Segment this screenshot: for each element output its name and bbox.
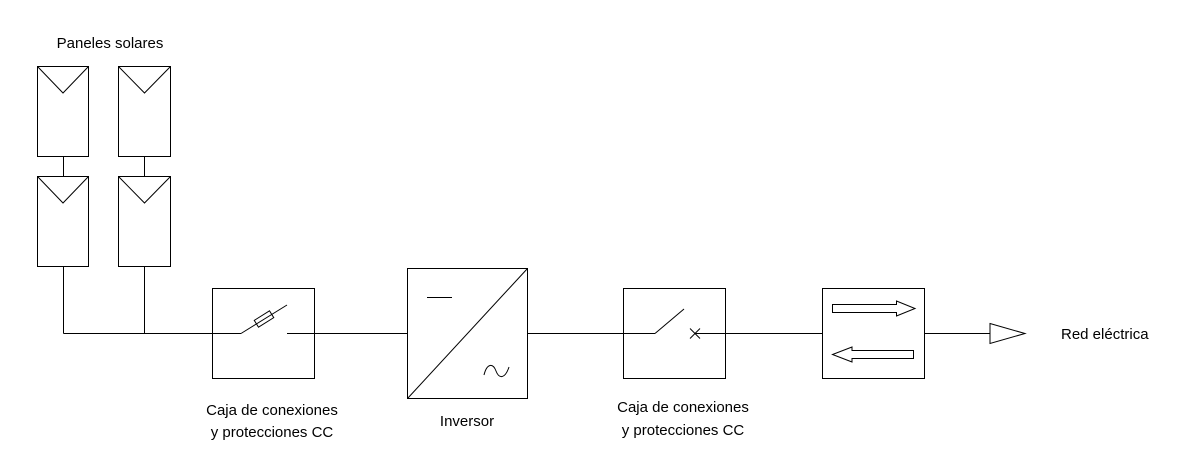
- dc-protection-box-1: [212, 288, 315, 379]
- dc-box-2-label-line2: y protecciones CC: [622, 422, 745, 439]
- dc-box-1-label-line2: y protecciones CC: [211, 424, 334, 441]
- solar-panel-icon: [118, 66, 171, 157]
- panel-wiring: [63, 156, 212, 334]
- circuit-breaker-switch-icon: [623, 308, 726, 339]
- dc-box-1-label-line1: Caja de conexiones: [206, 402, 338, 419]
- solar-panel-icon: [37, 176, 89, 267]
- dc-protection-box-2: [623, 288, 726, 379]
- bidirectional-meter: [822, 288, 925, 379]
- grid-label: Red eléctrica: [1061, 326, 1149, 343]
- inverter: [407, 268, 528, 399]
- bidirectional-meter-icon: [831, 300, 917, 363]
- solar-panel-icon: [118, 176, 171, 267]
- dc-box-2-label-line1: Caja de conexiones: [617, 399, 749, 416]
- inverter-label: Inversor: [440, 413, 494, 430]
- dc-ac-inverter-icon: [407, 268, 528, 399]
- grid-arrow-icon: [989, 322, 1027, 345]
- solar-panels-label: Paneles solares: [57, 35, 164, 52]
- solar-panel-array: [37, 66, 171, 267]
- solar-panel-icon: [37, 66, 89, 157]
- grid-connection: [924, 322, 1027, 345]
- fuse-icon: [212, 304, 315, 334]
